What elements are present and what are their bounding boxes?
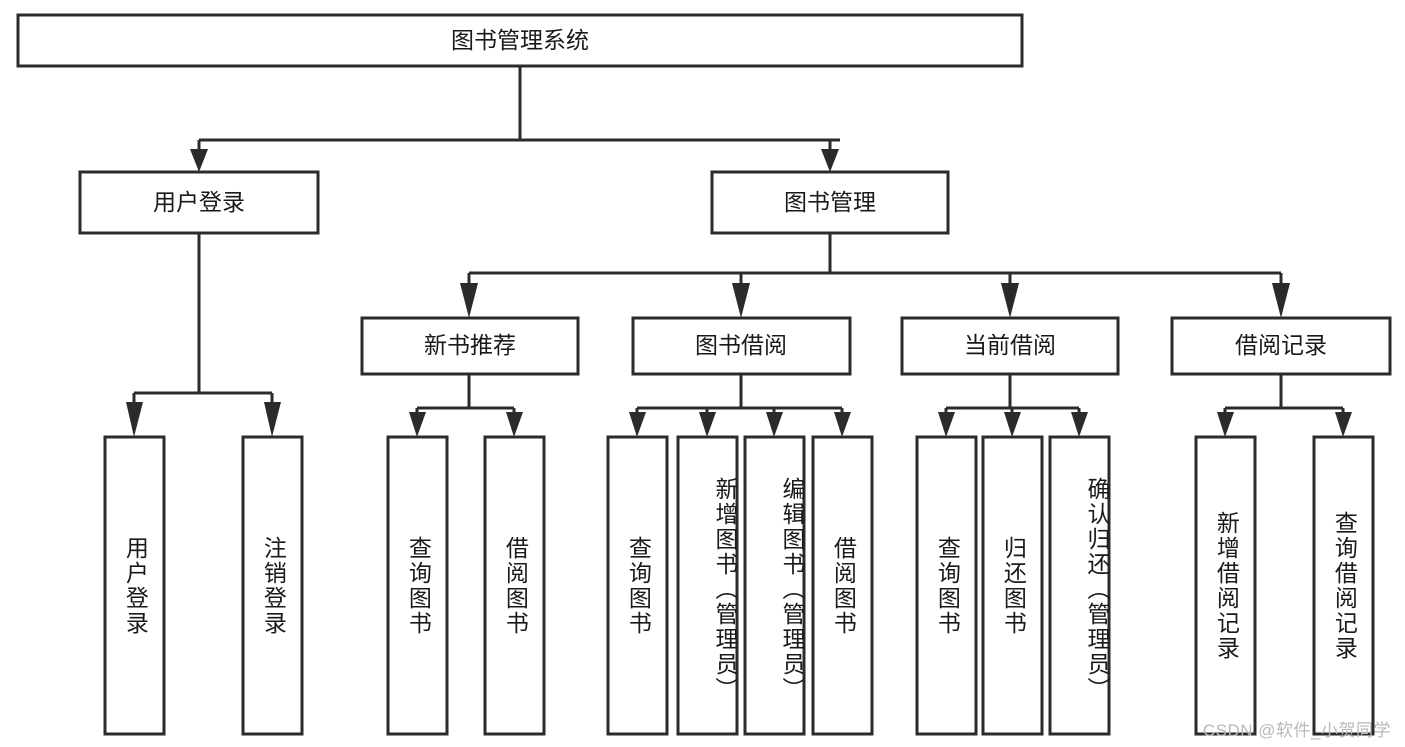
arrow-head-new-book-recommend [460,283,478,318]
arrow-head-borrow-record [1272,283,1290,318]
leaf-box-new-book-recommend-1[interactable] [483,435,546,736]
leaf-box-borrow-record-1[interactable] [1312,435,1375,736]
node-new-book-recommend-label: 新书推荐 [424,332,516,358]
node-borrow-record-label: 借阅记录 [1235,332,1327,358]
arrow-head-book-manage [821,149,839,172]
arrow-head-leaf-user-login [126,402,143,437]
node-new-book-recommend-box[interactable] [360,316,580,376]
leaf-box-user-login-0[interactable] [103,435,166,736]
node-root-box[interactable] [16,13,1024,68]
arrow-head-leaf-logout [264,402,281,437]
node-current-borrow-box[interactable] [900,316,1120,376]
node-root-label: 图书管理系统 [451,27,589,53]
arrow-head-cb-leaf-1 [938,412,955,437]
node-book-manage-box[interactable] [710,170,950,235]
leaf-box-borrow-record-0[interactable] [1194,435,1257,736]
connector-group-root [190,66,840,172]
connector-group-borrow-record [1217,374,1352,437]
arrow-head-nbr-leaf-1 [409,412,426,437]
arrow-head-bb-leaf-2 [699,412,716,437]
leaf-box-new-book-recommend-0[interactable] [386,435,449,736]
arrow-head-cb-leaf-2 [1004,412,1021,437]
node-book-borrow-label: 图书借阅 [695,332,787,358]
node-user-login-box[interactable] [78,170,320,235]
node-book-borrow-box[interactable] [631,316,852,376]
arrow-head-current-borrow [1001,283,1019,318]
leaf-box-book-borrow-0[interactable] [606,435,669,736]
csdn-watermark: CSDN @软件_小贺同学 [1202,721,1391,740]
connector-group-new-book-recommend [409,374,523,437]
arrow-head-br-leaf-2 [1335,412,1352,437]
node-borrow-record-box[interactable] [1170,316,1392,376]
connector-group-user-login [126,233,281,437]
leaf-box-current-borrow-2[interactable] [1048,435,1111,736]
arrow-head-br-leaf-1 [1217,412,1234,437]
leaf-box-book-borrow-3[interactable] [811,435,874,736]
leaf-box-user-login-1[interactable] [241,435,304,736]
arrow-head-bb-leaf-3 [766,412,783,437]
node-current-borrow-label: 当前借阅 [964,332,1056,358]
connector-group-current-borrow [938,374,1088,437]
arrow-head-bb-leaf-1 [629,412,646,437]
arrow-head-user-login [190,149,208,172]
arrow-head-cb-leaf-3 [1071,412,1088,437]
connector-group-book-manage [460,233,1290,318]
arrow-head-book-borrow [732,283,750,318]
leaf-box-current-borrow-0[interactable] [915,435,978,736]
node-user-login-label: 用户登录 [153,189,245,215]
arrow-head-bb-leaf-4 [834,412,851,437]
leaf-box-book-borrow-1[interactable] [676,435,739,736]
leaf-box-book-borrow-2[interactable] [743,435,806,736]
connector-group-book-borrow [629,374,851,437]
node-book-manage-label: 图书管理 [784,189,876,215]
arrow-head-nbr-leaf-2 [506,412,523,437]
leaf-box-current-borrow-1[interactable] [981,435,1044,736]
